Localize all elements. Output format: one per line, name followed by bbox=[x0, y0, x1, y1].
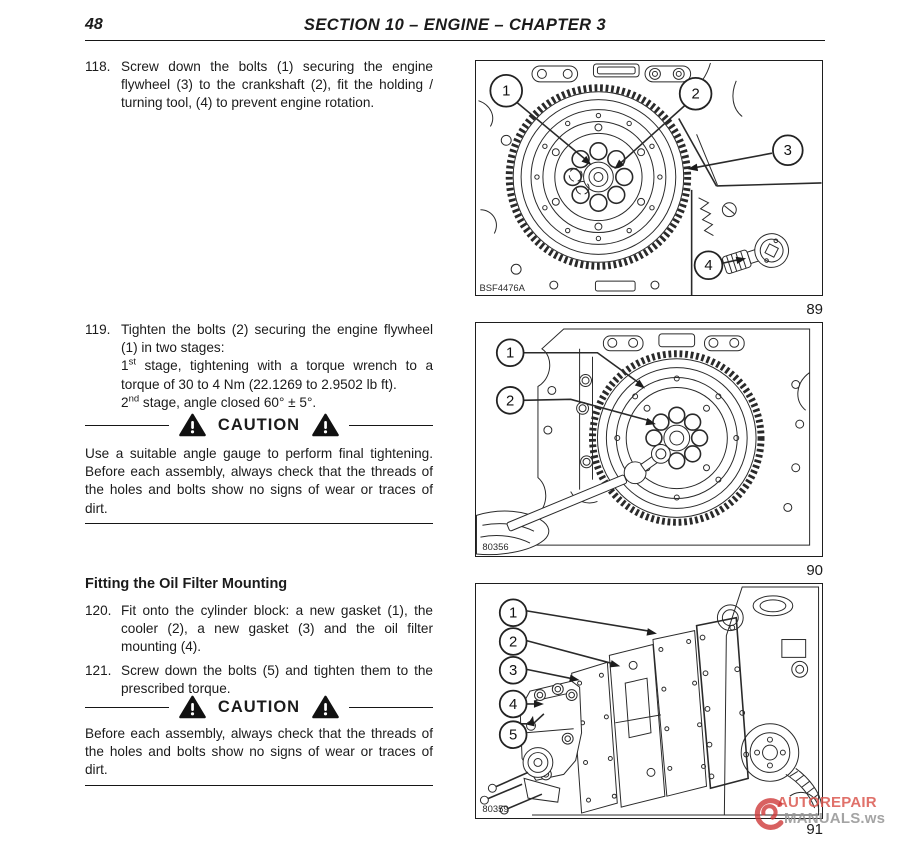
step-text: Screw down the bolts (5) and tighten the… bbox=[121, 663, 433, 697]
watermark-logo-icon bbox=[754, 798, 784, 830]
step-119: 119. Tighten the bolts (2) securing the … bbox=[85, 321, 433, 412]
warning-icon bbox=[312, 695, 339, 719]
callout-5: 5 bbox=[498, 720, 528, 749]
caution-rule-left bbox=[85, 424, 169, 426]
step-text: Screw down the bolts (1) securing the en… bbox=[121, 59, 433, 111]
callout-1: 1 bbox=[495, 338, 525, 368]
section-divider bbox=[85, 523, 433, 524]
svg-text:4: 4 bbox=[704, 258, 712, 274]
step-119-intro: Tighten the bolts (2) securing the engin… bbox=[121, 322, 433, 356]
caution-label: CAUTION bbox=[217, 415, 301, 434]
callout-4: 4 bbox=[693, 250, 724, 281]
section-heading: Fitting the Oil Filter Mounting bbox=[85, 576, 288, 592]
figure-91: 1 2 3 4 5 80359 bbox=[475, 583, 823, 819]
svg-text:1: 1 bbox=[509, 606, 517, 622]
caution-rule-right bbox=[349, 424, 434, 426]
figure-label: 80359 bbox=[482, 803, 508, 814]
callout-1: 1 bbox=[489, 73, 523, 108]
caution-rule-left bbox=[85, 706, 169, 708]
svg-text:1: 1 bbox=[502, 84, 510, 100]
svg-text:3: 3 bbox=[784, 143, 792, 159]
svg-text:2: 2 bbox=[506, 393, 514, 409]
callout-2: 2 bbox=[678, 76, 713, 111]
figure-label: 80356 bbox=[482, 541, 508, 552]
warning-icon bbox=[312, 413, 339, 437]
caution-heading-2: CAUTION bbox=[85, 695, 434, 719]
watermark-subtitle: MANUALS.ws bbox=[784, 810, 886, 827]
page-number: 48 bbox=[85, 16, 103, 33]
svg-text:1: 1 bbox=[506, 346, 514, 362]
step-119-stage2: 2nd stage, angle closed 60° ± 5°. bbox=[121, 393, 317, 410]
svg-text:5: 5 bbox=[509, 728, 517, 744]
page-title: SECTION 10 – ENGINE – CHAPTER 3 bbox=[303, 16, 607, 34]
callout-4: 4 bbox=[498, 689, 528, 719]
step-number: 120. bbox=[85, 603, 112, 618]
step-text: Tighten the bolts (2) securing the engin… bbox=[121, 321, 433, 412]
svg-text:2: 2 bbox=[509, 634, 517, 650]
section-divider bbox=[85, 785, 433, 786]
callout-3: 3 bbox=[498, 655, 528, 685]
oil-filter-mounting-illustration: 1 2 3 4 5 80359 bbox=[479, 586, 822, 816]
step-number: 118. bbox=[85, 59, 111, 74]
callout-2: 2 bbox=[495, 386, 525, 415]
step-number: 119. bbox=[85, 322, 111, 337]
figure-number: 91 bbox=[806, 821, 823, 838]
flywheel-crankshaft-illustration: 1 2 3 4 BSF4476A bbox=[478, 62, 822, 295]
caution-text-2: Before each assembly, always check that … bbox=[85, 726, 433, 778]
caution-rule-right bbox=[349, 706, 434, 708]
caution-heading-1: CAUTION bbox=[85, 413, 434, 437]
callout-2: 2 bbox=[498, 627, 528, 656]
caution-label: CAUTION bbox=[217, 697, 301, 716]
step-119-stage1: 1st stage, tightening with a torque wren… bbox=[121, 356, 434, 392]
watermark: AUTOREPAIR MANUALS.ws bbox=[750, 794, 908, 830]
figure-89: 1 2 3 4 BSF4476A bbox=[475, 60, 823, 296]
figure-90: 1 2 80356 bbox=[475, 322, 823, 557]
figure-number: 90 bbox=[806, 562, 823, 579]
figure-label: BSF4476A bbox=[479, 282, 525, 293]
warning-icon bbox=[179, 413, 206, 437]
svg-text:2: 2 bbox=[691, 87, 699, 103]
step-text: Fit onto the cylinder block: a new gaske… bbox=[121, 603, 433, 655]
flywheel-torque-wrench-illustration: 1 2 80356 bbox=[476, 328, 811, 556]
figure-number: 89 bbox=[806, 301, 823, 318]
header-rule bbox=[85, 40, 825, 41]
warning-icon bbox=[179, 695, 206, 719]
svg-text:4: 4 bbox=[509, 697, 517, 713]
step-120: 120. Fit onto the cylinder block: a new … bbox=[85, 602, 433, 657]
watermark-title: AUTOREPAIR bbox=[777, 794, 877, 811]
svg-text:3: 3 bbox=[509, 663, 517, 679]
step-118: 118. Screw down the bolts (1) securing t… bbox=[85, 58, 433, 113]
callout-1: 1 bbox=[498, 598, 528, 628]
step-number: 121. bbox=[85, 663, 112, 678]
callout-3: 3 bbox=[772, 134, 804, 167]
caution-text-1: Use a suitable angle gauge to perform fi… bbox=[85, 446, 433, 516]
step-121: 121. Screw down the bolts (5) and tighte… bbox=[85, 662, 433, 698]
